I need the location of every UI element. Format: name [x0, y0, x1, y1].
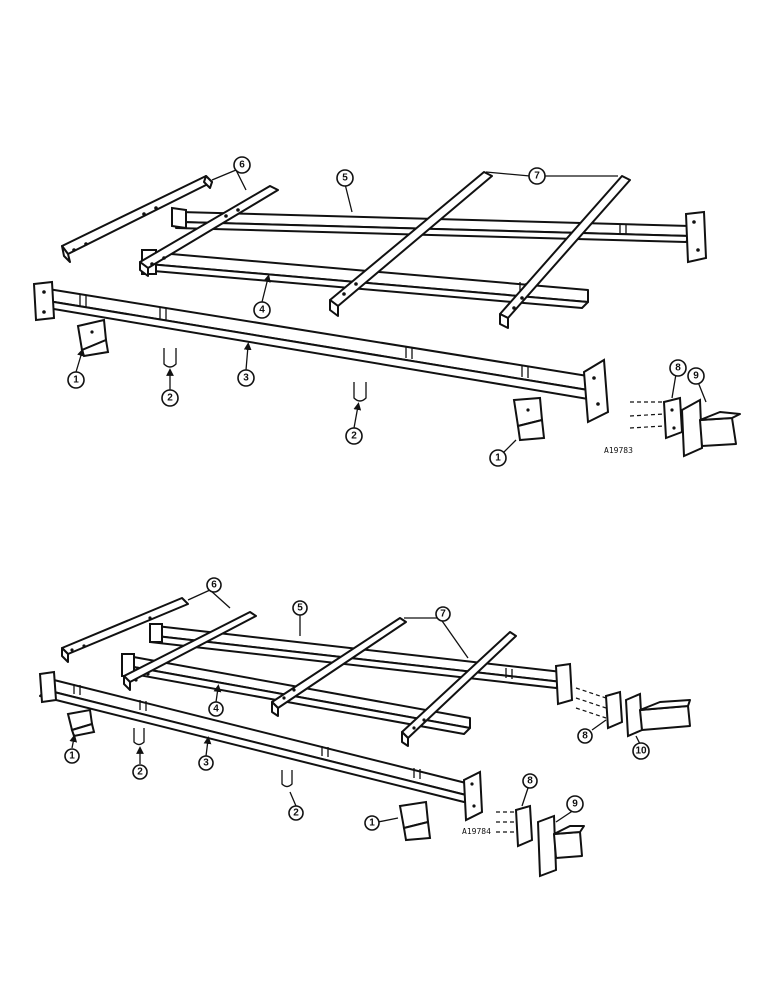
svg-text:1: 1: [369, 818, 375, 829]
part-2-u-bolt-right: [353, 382, 367, 402]
lower-reference-code: A19784: [462, 827, 491, 836]
part-6-angle-bars: [61, 175, 279, 277]
svg-text:8: 8: [527, 776, 533, 787]
lower-part-6-angle-bars: [61, 597, 257, 691]
lower-part-2-u-bolt: [133, 728, 145, 746]
callout-2: 2: [161, 389, 179, 407]
svg-text:7: 7: [534, 171, 540, 182]
svg-text:1: 1: [69, 751, 75, 762]
lower-figure: 6 5 7 4 3 1 2 2 1 8 10 8 9 A19784: [38, 577, 691, 878]
svg-text:1: 1: [495, 453, 501, 464]
svg-text:9: 9: [693, 371, 699, 382]
callout-1: 1: [67, 371, 85, 389]
svg-text:1: 1: [73, 375, 79, 386]
lower-part-3-front-beam: [38, 670, 484, 822]
svg-text:5: 5: [342, 173, 348, 184]
lower-callout-2: 2: [132, 764, 148, 780]
svg-text:3: 3: [243, 373, 249, 384]
lower-part-1-bracket-right: [398, 800, 432, 842]
lower-callout-4: 4: [208, 701, 224, 717]
svg-text:6: 6: [239, 160, 245, 171]
callout-2-right: 2: [345, 427, 363, 445]
svg-text:8: 8: [582, 731, 588, 742]
lower-part-7-cross-bars: [271, 617, 517, 747]
callout-4: 4: [253, 301, 271, 319]
part-2-u-bolt: [163, 348, 177, 368]
part-3-front-beam: [32, 280, 610, 424]
svg-text:8: 8: [675, 363, 681, 374]
svg-text:4: 4: [213, 704, 219, 715]
svg-text:9: 9: [572, 799, 578, 810]
lower-part-9-tube-mount: [536, 814, 585, 878]
upper-reference-code: A19783: [604, 446, 633, 455]
svg-text:2: 2: [293, 808, 299, 819]
part-7-cross-bars: [329, 171, 631, 329]
callout-8: 8: [669, 359, 687, 377]
lower-callout-6: 6: [206, 577, 222, 593]
svg-text:2: 2: [137, 767, 143, 778]
lower-callout-8-front: 8: [522, 773, 538, 789]
callout-6: 6: [233, 156, 251, 174]
lower-callout-1: 1: [64, 748, 80, 764]
part-1-bracket-right: [512, 396, 546, 442]
callout-7: 7: [528, 167, 546, 185]
part-1-bracket: [76, 318, 110, 358]
svg-text:2: 2: [351, 431, 357, 442]
callout-5: 5: [336, 169, 354, 187]
part-9-tube-mount: [680, 398, 741, 458]
lower-part-5-rear-beam: [149, 623, 574, 706]
svg-text:4: 4: [259, 305, 265, 316]
upper-figure: 6 5 7 4 3 1 2 2 1 8 9 A19783: [32, 156, 741, 467]
lower-part-8-plate-front: [496, 804, 534, 848]
lower-callout-9: 9: [566, 795, 584, 813]
lower-callout-5: 5: [292, 600, 308, 616]
lower-part-10-tube-mount: [624, 692, 691, 738]
svg-text:7: 7: [440, 609, 446, 620]
lower-callout-8-rear: 8: [577, 728, 593, 744]
svg-text:3: 3: [203, 758, 209, 769]
callout-3: 3: [237, 369, 255, 387]
lower-callout-2-right: 2: [288, 805, 304, 821]
callout-9: 9: [687, 367, 705, 385]
lower-callout-7: 7: [435, 606, 451, 622]
svg-text:5: 5: [297, 603, 303, 614]
lower-part-8-plate-rear: [575, 687, 624, 730]
svg-text:10: 10: [635, 746, 647, 757]
lower-part-2-u-bolt-right: [281, 770, 293, 788]
svg-text:6: 6: [211, 580, 217, 591]
lower-part-1-bracket: [66, 708, 96, 738]
lower-callout-10: 10: [632, 742, 650, 760]
svg-text:2: 2: [167, 393, 173, 404]
lower-callout-3: 3: [198, 755, 214, 771]
lower-callout-1-right: 1: [364, 815, 380, 831]
part-8-plate: [629, 396, 684, 440]
callout-1-right: 1: [489, 449, 507, 467]
